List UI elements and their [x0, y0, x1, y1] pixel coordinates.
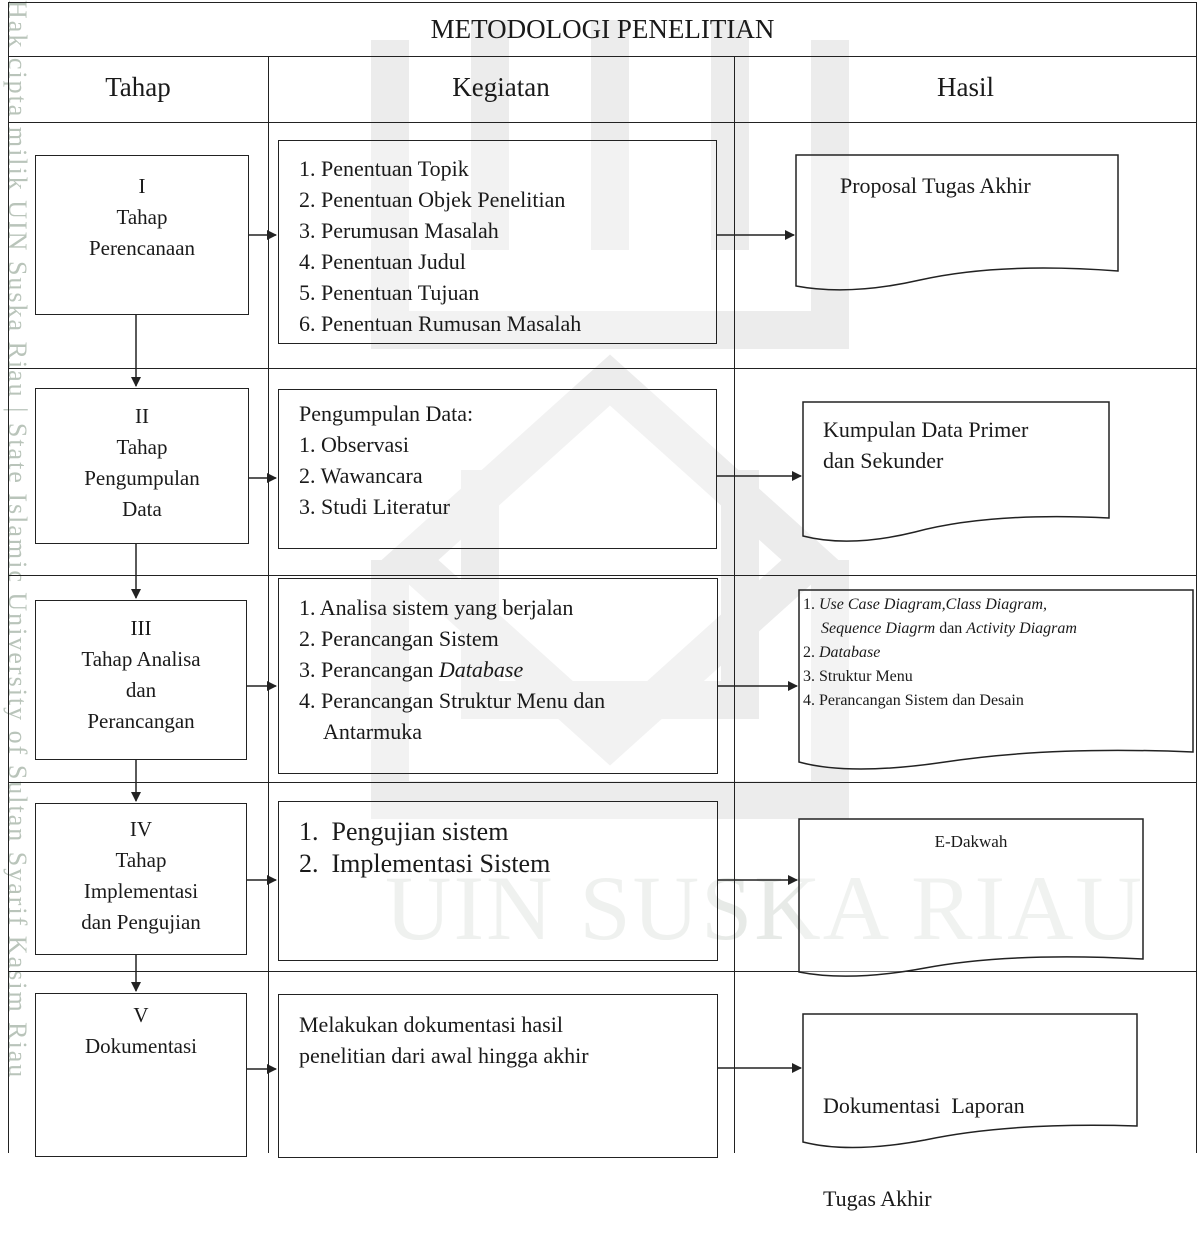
activity-item: Antarmuka [323, 719, 422, 744]
stage-name-line: dan Pengujian [81, 910, 201, 934]
activity-box-4: 1. Pengujian sistem 2. Implementasi Sist… [278, 801, 718, 961]
result-line: 2. Database [803, 641, 1077, 665]
result-italic: Sequence Diagrm [821, 620, 936, 637]
stage-name-line: Tahap [116, 435, 168, 459]
result-text-2: Kumpulan Data Primer dan Sekunder [823, 414, 1028, 476]
stage-name-line: Perancangan [87, 709, 195, 733]
result-document-shape-4 [798, 818, 1144, 977]
watermark: UIN SUSKA RIAU Hak cipta milik UIN Suska… [3, 0, 1144, 1080]
activity-item: 2. Wawancara [299, 463, 423, 488]
stage-numeral: II [135, 404, 149, 428]
divider-header [8, 122, 1197, 123]
stage-name-line: Tahap [115, 848, 167, 872]
activity-item: 3. Studi Literatur [299, 494, 450, 519]
watermark-bottom-text: UIN SUSKA RIAU [385, 857, 1144, 959]
divider-stage-1 [8, 368, 1197, 369]
stage-name-line: Tahap [116, 205, 168, 229]
result-line: 3. Struktur Menu [803, 668, 913, 685]
result-text-5: Dokumentasi Laporan Tugas Akhir [823, 1028, 1025, 1245]
activity-item: 1. Penentuan Topik [299, 156, 469, 181]
activity-item: 5. Penentuan Tujuan [299, 280, 480, 305]
result-text-1: Proposal Tugas Akhir [840, 170, 1031, 201]
activity-item: 3. Perancangan Database [299, 654, 717, 685]
activity-item: 6. Penentuan Rumusan Masalah [299, 311, 582, 336]
result-line: Kumpulan Data Primer [823, 417, 1029, 442]
diagram-title: METODOLOGI PENELITIAN [430, 14, 775, 44]
activity-item: 4. Perancangan Struktur Menu dan [299, 688, 606, 713]
result-line: Tugas Akhir [823, 1186, 932, 1211]
divider-title [8, 56, 1197, 57]
activity-item-italic: Database [438, 657, 524, 682]
divider-stage-2 [8, 575, 1197, 576]
activity-item: Pengumpulan Data: [299, 401, 474, 426]
result-document-shape-1 [795, 154, 1119, 291]
stage-numeral: IV [129, 817, 153, 841]
activity-item: 1. Observasi [299, 432, 409, 457]
result-line: Dokumentasi Laporan [823, 1093, 1025, 1118]
column-header-result: Hasil [937, 72, 994, 102]
stage-numeral: I [138, 174, 146, 198]
activity-box-3: 1. Analisa sistem yang berjalan 2. Peran… [278, 578, 718, 774]
stage-box-4: IV Tahap Implementasi dan Pengujian [35, 803, 247, 955]
result-text-3: 1. Use Case Diagram,Class Diagram, Seque… [803, 593, 1077, 713]
result-line: 1. Use Case Diagram,Class Diagram, [803, 593, 1077, 617]
activity-item: Melakukan dokumentasi hasil [299, 1012, 563, 1037]
activity-item: penelitian dari awal hingga akhir [299, 1043, 589, 1068]
stage-box-2: II Tahap Pengumpulan Data [35, 388, 249, 544]
result-document-shape-2 [802, 401, 1110, 542]
activity-box-2: Pengumpulan Data: 1. Observasi 2. Wawanc… [278, 389, 717, 549]
stage-box-1: I Tahap Perencanaan [35, 155, 249, 315]
activity-item: 2. Implementasi Sistem [299, 849, 551, 878]
divider-stage-4 [8, 971, 1197, 972]
activity-item: 1. Pengujian sistem [299, 817, 509, 846]
stage-name-line: Dokumentasi [85, 1034, 197, 1058]
result-line: Proposal Tugas Akhir [840, 173, 1031, 198]
stage-name-line: Pengumpulan [84, 466, 200, 490]
stage-name-line: Data [122, 497, 162, 521]
activity-item: 2. Penentuan Objek Penelitian [299, 187, 566, 212]
column-divider-2 [734, 56, 735, 1153]
flow-connectors [131, 154, 1194, 1149]
activity-item: 2. Perancangan Sistem [299, 626, 499, 651]
stage-name-line: Implementasi [83, 879, 199, 903]
divider-stage-3 [8, 782, 1197, 783]
stage-name-line: dan [125, 678, 157, 702]
result-document-shape-5 [802, 1013, 1138, 1149]
result-italic: Activity Diagram [966, 620, 1077, 637]
stage-numeral: III [130, 616, 152, 640]
activity-item: 4. Penentuan Judul [299, 249, 466, 274]
result-mid: dan [935, 620, 967, 637]
stage-numeral: V [133, 1003, 149, 1027]
result-line: Sequence Diagrm dan Activity Diagram [803, 617, 1077, 641]
column-header-activity: Kegiatan [452, 72, 550, 102]
activity-box-1: 1. Penentuan Topik 2. Penentuan Objek Pe… [278, 140, 717, 344]
watermark-side-text: Hak cipta milik UIN Suska Riau | State I… [3, 0, 32, 1080]
result-prefix: 1. [803, 596, 819, 613]
stage-box-3: III Tahap Analisa dan Perancangan [35, 600, 247, 760]
activity-box-5: Melakukan dokumentasi hasil penelitian d… [278, 994, 718, 1158]
result-italic: Database [819, 644, 881, 661]
stage-name-line: Tahap Analisa [81, 647, 201, 671]
result-italic: Use Case Diagram,Class Diagram, [819, 596, 1048, 613]
stage-box-5: V Dokumentasi [35, 993, 247, 1157]
result-text-4: E-Dakwah [799, 830, 1143, 854]
column-header-stage: Tahap [105, 72, 171, 102]
stage-name-line: Perencanaan [88, 236, 196, 260]
column-divider-1 [268, 56, 269, 1153]
result-document-shape-3 [798, 589, 1194, 770]
table-frame [8, 2, 1197, 1153]
result-line: E-Dakwah [934, 832, 1008, 851]
university-logo-watermark [371, 20, 849, 819]
activity-item-text: 3. Perancangan [299, 657, 439, 682]
result-line: 4. Perancangan Sistem dan Desain [803, 692, 1024, 709]
result-line: dan Sekunder [823, 448, 944, 473]
result-prefix: 2. [803, 644, 819, 661]
activity-item: 3. Perumusan Masalah [299, 218, 499, 243]
activity-item: 1. Analisa sistem yang berjalan [299, 595, 574, 620]
